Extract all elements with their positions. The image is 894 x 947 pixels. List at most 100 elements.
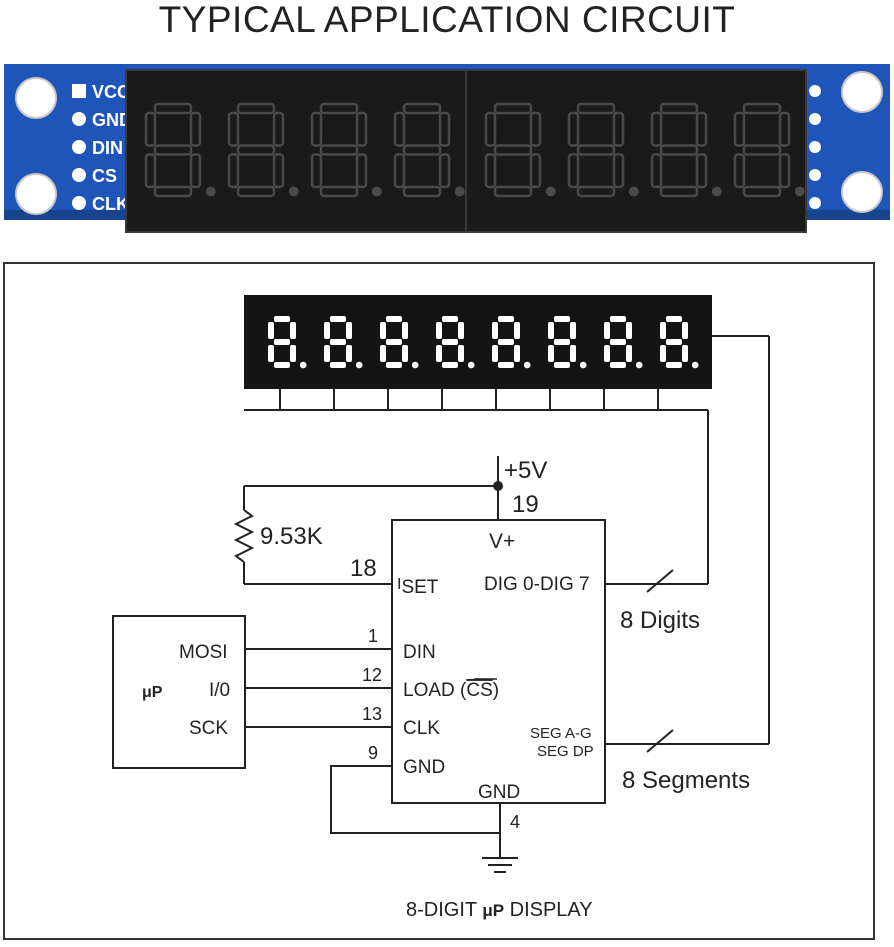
micro-sck-label: SCK xyxy=(189,718,228,739)
segment xyxy=(386,339,402,345)
segment xyxy=(650,153,663,189)
segment xyxy=(548,345,554,362)
segment xyxy=(567,111,580,147)
segment xyxy=(554,316,570,322)
max7219-chip xyxy=(391,519,606,804)
segment xyxy=(610,339,626,345)
mounting-hole xyxy=(15,173,57,215)
segment xyxy=(493,144,533,156)
decimal-point xyxy=(635,361,643,369)
segment xyxy=(310,153,323,189)
schematic-digit xyxy=(380,316,419,369)
segment xyxy=(548,322,554,339)
segment xyxy=(189,153,202,189)
segment xyxy=(659,144,699,156)
mounting-hole xyxy=(841,71,883,113)
segment xyxy=(514,322,520,339)
header-pad xyxy=(809,113,821,125)
decimal-point xyxy=(523,361,531,369)
segment xyxy=(498,362,514,368)
segment xyxy=(492,322,498,339)
segment xyxy=(402,102,442,115)
header-pad xyxy=(72,112,86,126)
segment xyxy=(236,185,276,198)
decimal-point xyxy=(454,186,465,197)
segment xyxy=(529,111,542,147)
decimal-point xyxy=(371,186,382,197)
decimal-point xyxy=(545,186,556,197)
module-digits xyxy=(144,102,805,198)
segment xyxy=(236,144,276,156)
decimal-point xyxy=(355,361,363,369)
page-title: TYPICAL APPLICATION CIRCUIT xyxy=(158,0,736,40)
segment xyxy=(330,316,346,322)
ground-icon xyxy=(482,857,518,873)
segment xyxy=(355,111,368,147)
segment xyxy=(393,111,406,147)
decimal-point xyxy=(411,361,419,369)
segment xyxy=(493,185,533,198)
segment xyxy=(604,345,610,362)
segment xyxy=(666,316,682,322)
segment xyxy=(310,111,323,147)
load-pin-number: 12 xyxy=(362,665,382,685)
decimal-point xyxy=(691,361,699,369)
segment xyxy=(484,111,497,147)
pin-label-din: DIN xyxy=(92,138,123,158)
gnd-left-pin-number: 9 xyxy=(368,743,378,763)
segment xyxy=(236,102,276,115)
segment xyxy=(324,322,330,339)
segment xyxy=(386,316,402,322)
schematic-digit xyxy=(660,316,699,369)
segment xyxy=(612,153,625,189)
header-pad xyxy=(809,141,821,153)
micro-mosi-label: MOSI xyxy=(179,642,228,663)
segment xyxy=(144,111,157,147)
segment xyxy=(493,102,533,115)
digits-bus-label: 8 Digits xyxy=(620,607,700,634)
segment xyxy=(438,111,451,147)
caption-prefix: 8-DIGIT xyxy=(406,899,482,921)
segment xyxy=(442,339,458,345)
header-pad xyxy=(809,85,821,97)
segment xyxy=(393,153,406,189)
segment xyxy=(682,345,688,362)
header-pad xyxy=(809,169,821,181)
header-pad xyxy=(72,168,86,182)
segment xyxy=(570,345,576,362)
header-pad xyxy=(809,197,821,209)
gnd-bottom-pin-number: 4 xyxy=(510,812,520,832)
segment xyxy=(386,362,402,368)
vplus-pin-number: 19 xyxy=(512,491,539,518)
header-pad xyxy=(72,196,86,210)
chip-output-wires xyxy=(605,569,769,753)
segment xyxy=(153,144,193,156)
segment xyxy=(324,345,330,362)
segment xyxy=(778,153,791,189)
segment xyxy=(319,144,359,156)
segment xyxy=(554,339,570,345)
segment xyxy=(492,345,498,362)
segment xyxy=(290,322,296,339)
segment xyxy=(498,316,514,322)
chip-clk-label: CLK xyxy=(403,718,440,739)
segment xyxy=(272,111,285,147)
segment xyxy=(666,339,682,345)
signal-wires xyxy=(245,648,501,858)
segment xyxy=(290,345,296,362)
supply-junction-dot xyxy=(493,481,503,491)
chip-din-label: DIN xyxy=(403,642,436,663)
header-pads-right xyxy=(809,85,821,209)
segment xyxy=(380,345,386,362)
segment xyxy=(682,322,688,339)
segment xyxy=(442,362,458,368)
segment xyxy=(554,362,570,368)
segment xyxy=(650,111,663,147)
chip-gnd-left-label: GND xyxy=(403,757,445,778)
module-digit xyxy=(484,102,556,198)
chip-vplus-label: V+ xyxy=(489,530,515,553)
schematic-digit xyxy=(548,316,587,369)
chip-iset-sub: SET xyxy=(401,577,438,598)
segment xyxy=(610,316,626,322)
